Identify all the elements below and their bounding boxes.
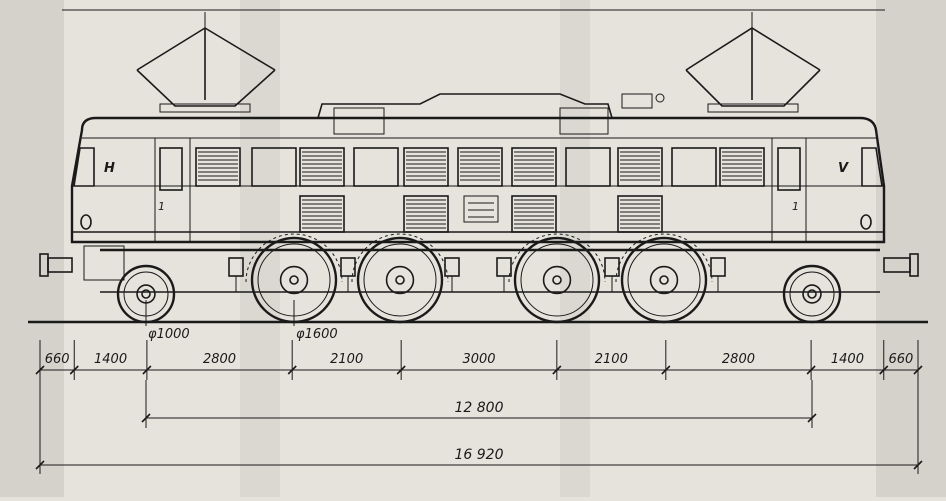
dimension-labels: 660 1400 2800 2100 3000 2100 2800 1400 660 xyxy=(45,352,914,367)
side-window xyxy=(353,147,399,187)
lower-louvre xyxy=(403,195,449,233)
dimension-tick xyxy=(396,365,406,375)
dimension-tick xyxy=(552,365,562,375)
cab-letter-front: V xyxy=(838,161,849,176)
dimension-segment-label: 2100 xyxy=(330,352,363,367)
lower-louvres xyxy=(299,195,663,233)
dimension-tick xyxy=(913,365,923,375)
axle-springs xyxy=(228,257,726,292)
side-window xyxy=(251,147,297,187)
headlight-front xyxy=(860,214,872,230)
dimension-tick xyxy=(35,365,45,375)
wheelset-group xyxy=(116,233,842,324)
side-louvres-and-windows xyxy=(195,147,765,187)
dimension-segment-label: 660 xyxy=(888,352,913,367)
nameplate xyxy=(463,195,499,223)
side-louvre xyxy=(457,147,503,187)
dimension-segment-label: 3000 xyxy=(462,352,495,367)
side-window xyxy=(671,147,717,187)
side-louvre xyxy=(511,147,557,187)
overall-tick xyxy=(913,460,923,470)
side-louvre xyxy=(719,147,765,187)
dimension-tick xyxy=(879,365,889,375)
cab-number-rear: 1 xyxy=(158,200,165,213)
label-driving-wheel-diameter: φ1600 xyxy=(296,327,338,342)
dimension-segment-label: 2800 xyxy=(203,352,236,367)
dimension-chains xyxy=(40,369,918,466)
dimension-segment-label: 1400 xyxy=(94,352,127,367)
dimension-tick xyxy=(806,365,816,375)
cab-windows xyxy=(73,147,883,191)
lower-louvre xyxy=(511,195,557,233)
cab-number-front: 1 xyxy=(792,200,799,213)
wheelbase-tick xyxy=(141,413,151,423)
dimension-tick xyxy=(287,365,297,375)
side-louvre xyxy=(195,147,241,187)
dimension-segment-label: 1400 xyxy=(831,352,864,367)
side-louvre xyxy=(403,147,449,187)
dimension-tick xyxy=(69,365,79,375)
side-window xyxy=(565,147,611,187)
dimension-tick xyxy=(142,365,152,375)
dimension-segment-label: 660 xyxy=(45,352,70,367)
cab-letter-rear: H xyxy=(104,161,115,176)
dimension-tick xyxy=(661,365,671,375)
pantograph-rear xyxy=(136,12,276,113)
dimension-segment-label: 2100 xyxy=(595,352,628,367)
lower-louvre xyxy=(299,195,345,233)
buffers xyxy=(39,245,919,281)
roof-equipment xyxy=(316,93,665,135)
headlight-rear xyxy=(80,214,92,230)
wheelbase-tick xyxy=(807,413,817,423)
overall-tick xyxy=(35,460,45,470)
carrying-wheel-front xyxy=(782,264,842,324)
underframe xyxy=(100,248,880,293)
side-louvre xyxy=(299,147,345,187)
label-carrying-wheel-diameter: φ1000 xyxy=(148,327,190,342)
dimension-overall-length: 16 920 xyxy=(455,447,504,463)
lower-louvre xyxy=(617,195,663,233)
dimension-segment-label: 2800 xyxy=(722,352,755,367)
pantograph-front xyxy=(685,12,821,113)
dimension-wheelbase: 12 800 xyxy=(455,400,504,416)
dimension-ticks xyxy=(35,340,923,474)
side-louvre xyxy=(617,147,663,187)
